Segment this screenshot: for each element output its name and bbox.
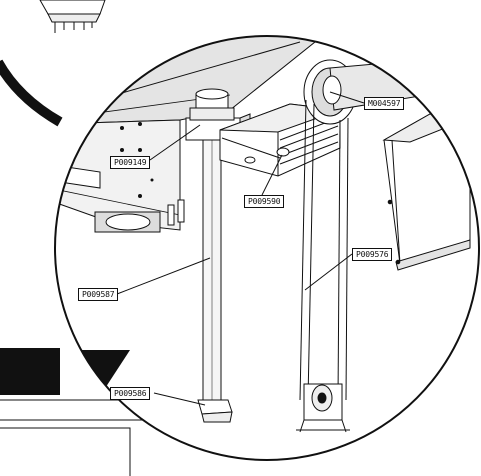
callout-p009149: P009149 <box>110 156 151 169</box>
background-black-band <box>0 348 60 395</box>
leader-lines <box>116 91 365 406</box>
cable <box>0 59 63 127</box>
callout-p009576: P009576 <box>352 248 393 261</box>
callout-p009587: P009587 <box>78 288 119 301</box>
top-left-component <box>39 0 106 33</box>
housing-bolts <box>120 122 154 198</box>
callout-p009586: P009586 <box>110 387 151 400</box>
detail-circle-outline <box>54 35 480 461</box>
callout-p009590: P009590 <box>244 195 285 208</box>
tensioner <box>296 383 350 433</box>
callout-m004597: M004597 <box>364 97 405 110</box>
drive-belts <box>299 99 349 401</box>
